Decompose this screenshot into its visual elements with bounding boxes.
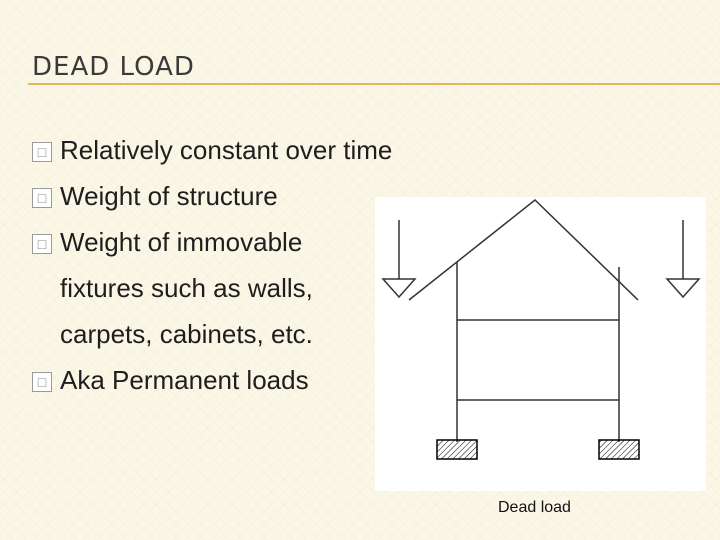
bullet-list: □ Relatively constant over time □ Weight… [32,127,492,403]
bullet-box-icon: □ [32,188,52,208]
bullet-text: Aka Permanent loads [60,365,309,395]
bullet-item: □ Aka Permanent loads [32,357,492,403]
bullet-text: Weight of immovable fixtures such as wal… [60,227,313,349]
bullet-item: □ Relatively constant over time [32,127,492,173]
right-load-arrow-icon [665,220,701,299]
title-underline [28,83,720,85]
bullet-box-icon: □ [32,142,52,162]
right-support-icon [598,439,640,460]
bullet-item: □ Weight of immovable fixtures such as w… [32,219,380,357]
figure-caption: Dead load [498,499,571,516]
bullet-text: Relatively constant over time [60,135,393,165]
bullet-box-icon: □ [32,234,52,254]
dead-load-diagram [375,197,706,491]
slide-title: DEAD LOAD [32,52,195,82]
left-support-icon [436,439,478,460]
bullet-box-icon: □ [32,372,52,392]
frame-structure [456,262,620,442]
roof-gable-shape [408,199,639,301]
bullet-item: □ Weight of structure [32,173,492,219]
bullet-text: Weight of structure [60,181,278,211]
left-load-arrow-icon [381,220,417,299]
